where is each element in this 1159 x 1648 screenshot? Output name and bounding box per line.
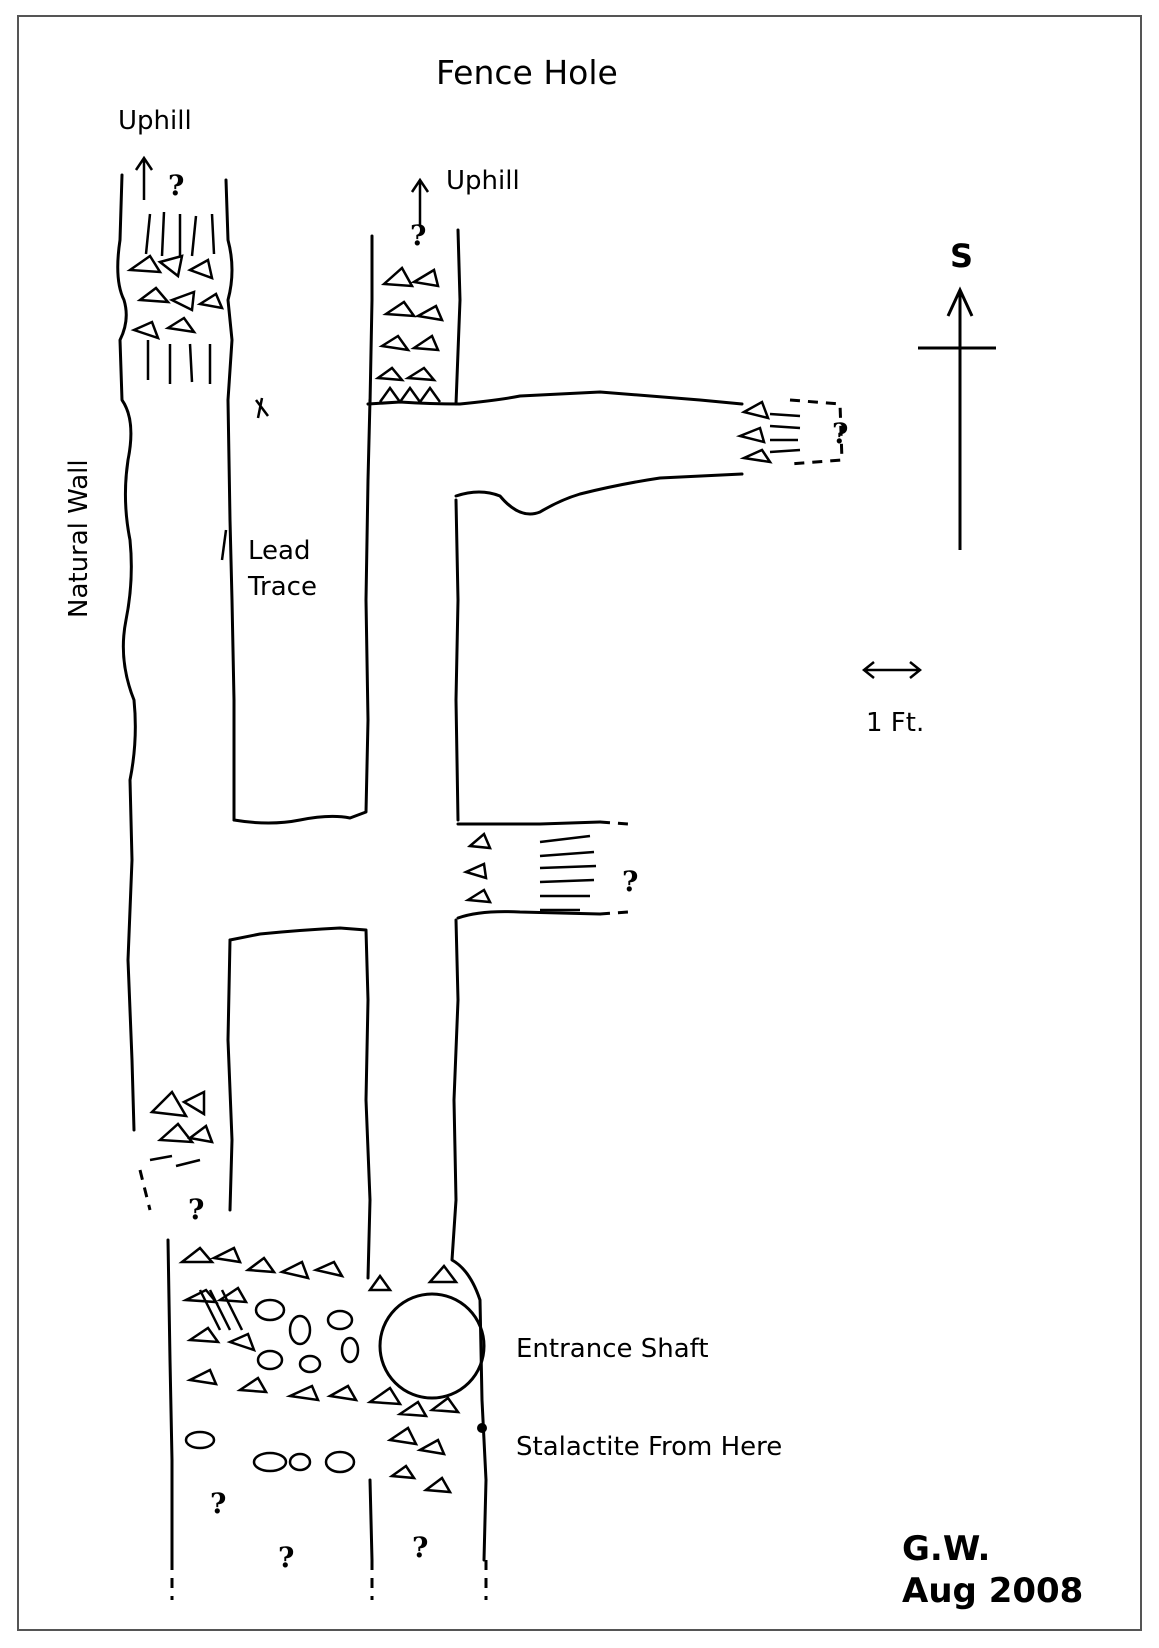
natural-wall-label: Natural Wall [64, 459, 94, 618]
rubble-entrance [178, 1246, 461, 1494]
uphill-label-right: Uphill [446, 166, 520, 196]
bottom-center-wall [368, 1478, 374, 1562]
side-passage-bottom [456, 910, 602, 920]
entrance-shaft-circle [378, 1292, 486, 1400]
north-marker-label: S [950, 237, 974, 275]
lead-label: Lead [248, 536, 311, 566]
entrance-shaft-label: Entrance Shaft [516, 1334, 709, 1364]
upper-cross-wall [232, 398, 372, 825]
lower-cross-wall [228, 926, 372, 1280]
uphill-arrow-icon [134, 155, 430, 226]
lead-trace-mark [220, 529, 228, 561]
right-branch-bottom [454, 472, 744, 516]
rubble-right-end [735, 400, 801, 464]
unknown-mark: ? [622, 865, 639, 898]
scale-label: 1 Ft. [866, 708, 925, 738]
right-branch-open-end [789, 398, 844, 466]
right-branch-top [366, 390, 744, 406]
trace-label: Trace [248, 572, 317, 602]
rubble-upper-right [374, 266, 445, 403]
upper-right-stub-left [368, 234, 374, 406]
unknown-mark: ? [168, 169, 185, 202]
cross-mark [255, 397, 269, 419]
left-passage-inner-upper [224, 178, 236, 822]
unknown-mark: ? [412, 1531, 429, 1564]
bottom-left-open-end [138, 1169, 174, 1600]
unknown-mark: ? [278, 1541, 295, 1574]
survey-title: Fence Hole [436, 53, 618, 92]
stalactite-label: Stalactite From Here [516, 1432, 783, 1462]
side-passage-top [456, 820, 602, 826]
rubble-upper-left [126, 211, 225, 384]
bottom-left-wall [166, 1238, 174, 1562]
north-arrow-icon [918, 286, 996, 550]
unknown-mark: ? [210, 1487, 227, 1520]
stalactite-point [477, 1423, 487, 1433]
author-label: G.W. [902, 1529, 991, 1569]
unknown-mark: ? [188, 1193, 205, 1226]
date-label: Aug 2008 [902, 1571, 1084, 1611]
natural-wall-line [116, 173, 137, 1132]
unknown-mark: ? [410, 219, 427, 252]
scale-arrow-icon [861, 661, 923, 679]
side-passage-open-end [599, 820, 629, 916]
left-passage-inner-lower [226, 938, 234, 1212]
rubble-left-middle [149, 1089, 214, 1168]
unknown-mark: ? [832, 417, 849, 450]
rubble-side-passage [462, 831, 597, 912]
center-passage-right-wall-lower [450, 918, 488, 1562]
bottom-center-open-end [370, 1560, 488, 1600]
uphill-label-left: Uphill [118, 106, 192, 136]
upper-right-stub-right [454, 228, 462, 406]
page-frame [17, 15, 1142, 1631]
center-passage-right-wall [454, 498, 460, 822]
